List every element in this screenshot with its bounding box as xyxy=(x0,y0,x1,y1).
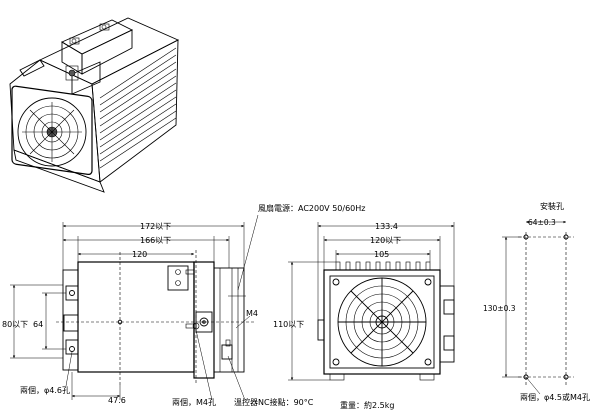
dim-166: 166以下 xyxy=(140,236,171,245)
dim-130-tol: 130±0.3 xyxy=(483,304,516,313)
front-fan-grille xyxy=(337,277,427,367)
dim-172: 172以下 xyxy=(140,222,171,231)
label-mounting-holes: 安裝孔 xyxy=(540,201,564,211)
label-two-holes-4-6: 兩個，φ4.6孔 xyxy=(20,385,70,395)
front-view xyxy=(317,261,455,381)
mount-hole-2 xyxy=(563,234,569,240)
mount-hole-3 xyxy=(523,374,529,380)
fan-grille xyxy=(17,97,87,167)
side-view-dimensions: 172以下 166以下 120 80以下 64 47.6 xyxy=(2,214,259,405)
side-view xyxy=(56,250,256,385)
dim-64: 64 xyxy=(33,320,43,329)
front-top-fins xyxy=(335,261,431,271)
dim-120-max: 120以下 xyxy=(370,236,401,245)
dim-120: 120 xyxy=(132,250,147,259)
relay-terminals xyxy=(69,23,110,45)
dim-47-6: 47.6 xyxy=(108,396,126,405)
label-m4: M4 xyxy=(246,309,258,318)
dim-133-4: 133.4 xyxy=(375,222,398,231)
flange-hole-bottom xyxy=(69,346,75,352)
flange-hole-top xyxy=(69,290,75,296)
front-view-dimensions: 133.4 120以下 105 110以下 xyxy=(273,222,455,381)
dim-105: 105 xyxy=(374,250,389,259)
dim-80: 80以下 xyxy=(2,320,28,329)
label-thermostat: 溫控器NC接點：90°C xyxy=(234,397,314,407)
dim-110: 110以下 xyxy=(273,320,304,329)
mount-hole-4 xyxy=(563,374,569,380)
mount-hole-1 xyxy=(523,234,529,240)
label-two-m4: 兩個，M4孔 xyxy=(172,397,216,407)
label-fan-power: 風扇電源：AC200V 50/60Hz xyxy=(258,203,365,213)
mounting-hole-pattern: 64±0.3 130±0.3 xyxy=(483,218,574,395)
dim-64-tol: 64±0.3 xyxy=(528,218,556,227)
label-weight: 重量：約2.5kg xyxy=(340,400,394,410)
label-two-holes-4-5: 兩個，φ4.5或M4孔 xyxy=(520,392,590,402)
heatsink-fins xyxy=(99,47,177,169)
product-illustration xyxy=(9,17,180,193)
